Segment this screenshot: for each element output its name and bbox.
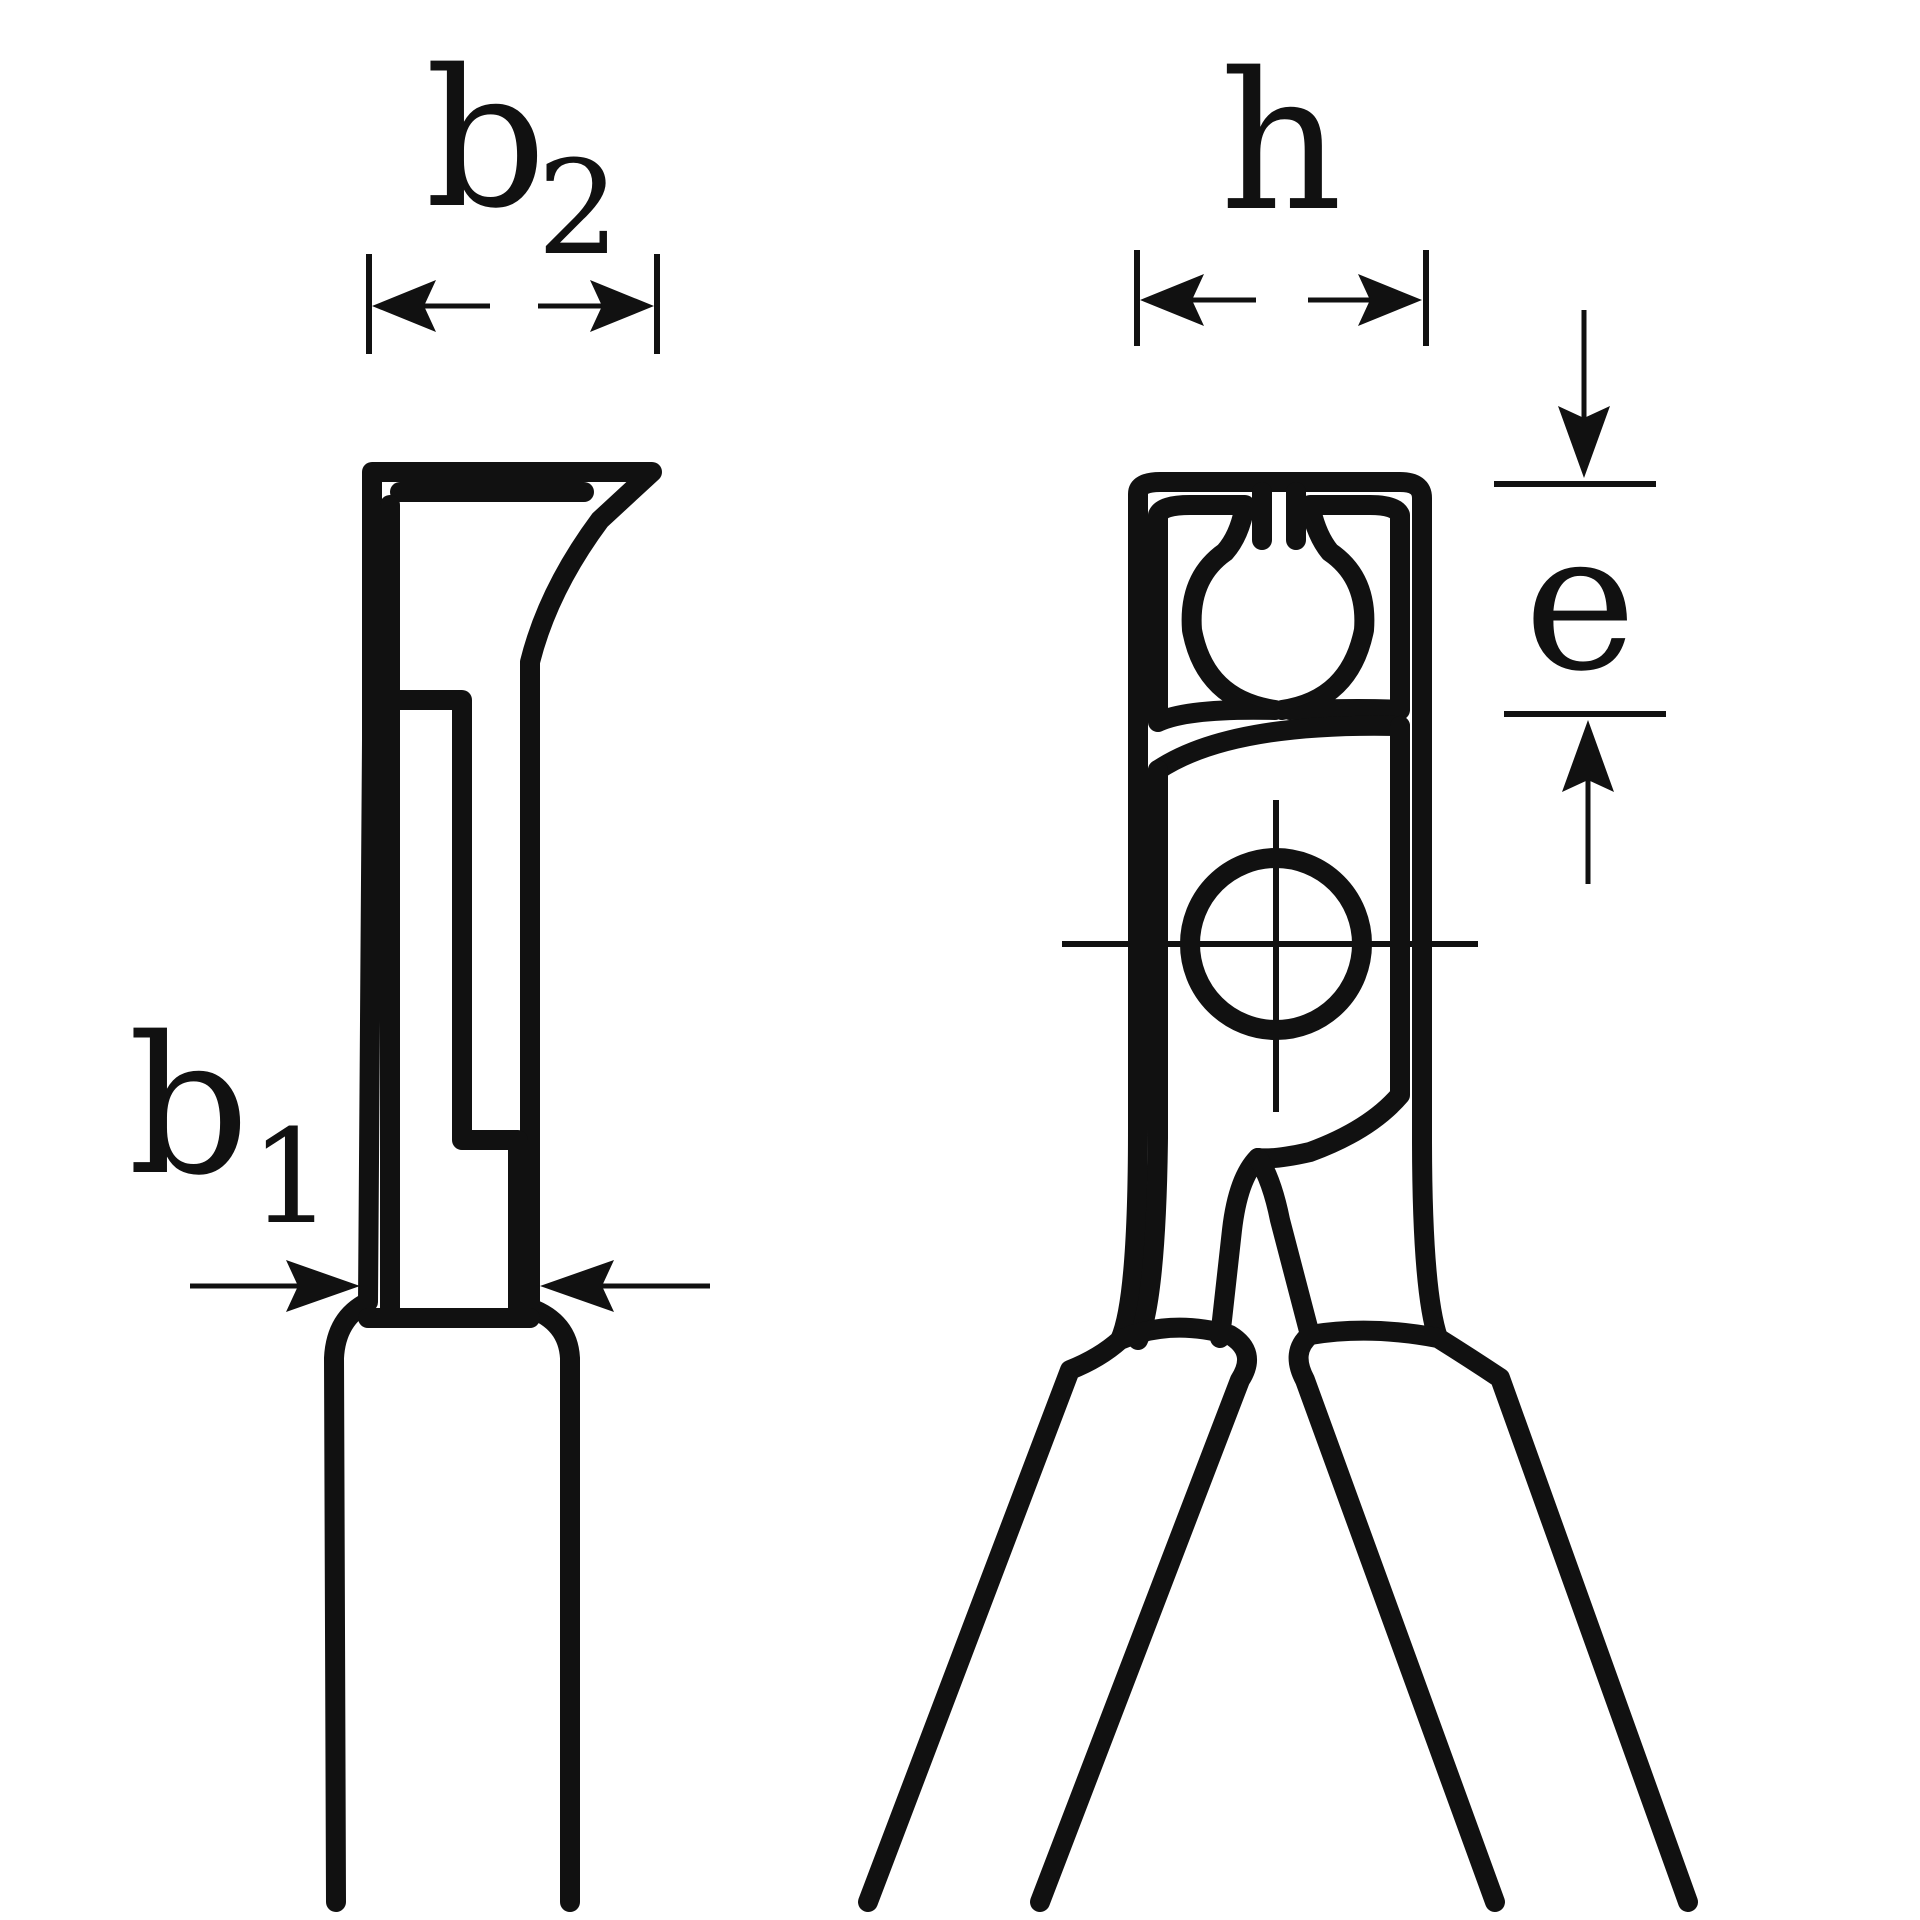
b1-arrow-left-head (286, 1260, 360, 1312)
b1-arrow-right-head (540, 1260, 614, 1312)
e-arrow-bottom-head (1562, 720, 1614, 792)
dimension-e: e (1494, 310, 1666, 884)
front-view-left-handle (858, 1148, 1268, 1912)
dimension-b1: b 1 (128, 996, 710, 1312)
pivot-centerlines (1062, 800, 1478, 1112)
side-view-inner-recess (380, 495, 528, 1328)
b2-arrow-right-head (590, 280, 654, 332)
b2-label: b (425, 29, 547, 250)
front-view-jaw-gap (1252, 482, 1306, 550)
b2-arrow-left-head (372, 280, 436, 332)
b1-subscript: 1 (250, 1101, 333, 1253)
side-view-head-outline (324, 462, 662, 1912)
h-arrow-right-head (1358, 274, 1422, 326)
h-arrow-left-head (1140, 274, 1204, 326)
dimension-h: h (1134, 32, 1429, 346)
b2-subscript: 2 (537, 132, 620, 284)
front-view-upper-frame (1148, 715, 1410, 780)
front-view-right-handle (1248, 1148, 1698, 1912)
pliers-side-view (324, 462, 662, 1912)
e-label: e (1524, 492, 1636, 713)
dimension-b2: b 2 (366, 29, 660, 354)
h-label: h (1220, 32, 1342, 253)
b1-label: b (128, 996, 250, 1217)
e-arrow-top-head (1558, 406, 1610, 478)
front-view-jaw-window (1148, 495, 1410, 732)
